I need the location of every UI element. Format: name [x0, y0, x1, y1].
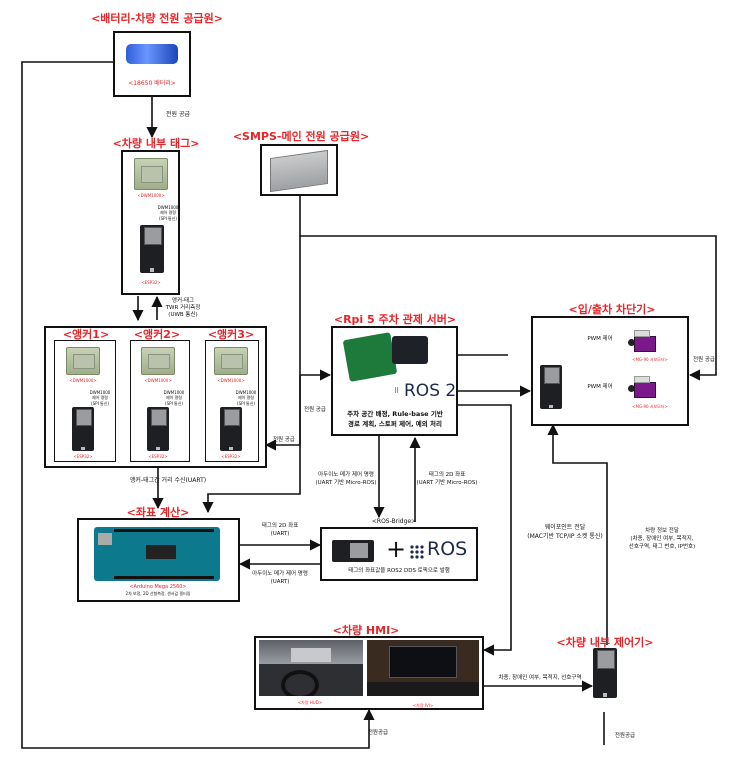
servo-motor-1	[628, 326, 656, 354]
servo2-caption: <MG-90 서보모터>	[632, 404, 668, 409]
wire-smps-coord	[202, 375, 301, 514]
anchor1-spi-label: DWM1000 제어 명령 (SPI 통신)	[89, 390, 111, 406]
tag-dwm-caption: <DWM1000>	[137, 193, 165, 198]
plus-icon: +	[386, 535, 407, 563]
arduino-cmd-label-2: (UART 기반 Micro-ROS)	[315, 480, 377, 486]
anchor2-spi-label: DWM1000 제어 명령 (SPI 통신)	[163, 390, 185, 406]
battery-caption: <18650 배터리>	[128, 80, 176, 87]
ranging-label-2: TWR 거리측정	[165, 305, 201, 311]
anchor3-dwm-caption: <DWM1000>	[217, 378, 245, 383]
anchor1-dwm1000	[66, 347, 100, 375]
hmi-power-label: 전원공급	[367, 730, 389, 736]
hmi-title: <차량 HMI>	[332, 624, 400, 637]
rpi5-board	[342, 332, 398, 382]
arduino-subcaption: 2차 보정, 2D 선형측정, 센서값 필터링	[125, 591, 191, 596]
arduino-cmd-label-1: 아두이노 메가 제어 명령	[318, 472, 374, 478]
servo-motor-2	[628, 372, 656, 400]
ros2-logo: ROS 2	[404, 381, 457, 401]
ranging-label-3: (UWB 통신)	[168, 312, 198, 318]
vehicle-info-label-1: 차량 정보 전달	[645, 528, 679, 534]
ranging-label-1: 앵커-태그	[171, 298, 195, 304]
bridge-coord-label-1: 아두이노 메가 제어 명령	[252, 571, 308, 577]
anchor3-title: <앵커3>	[207, 328, 255, 341]
tag-coord-label-2: (UART 기반 Micro-ROS)	[416, 480, 478, 486]
pwm-label-2: PWM 제어	[587, 384, 613, 390]
ros-bridge-desc: 태그의 좌표값을 ROS2 DDS 토픽으로 발행	[348, 568, 450, 574]
servo1-caption: <MG-90 서보모터>	[632, 357, 668, 362]
rpi5-ports	[392, 336, 428, 364]
anchor1-title: <앵커1>	[62, 328, 110, 341]
ivi-caption: <차량 IVI>	[412, 703, 434, 708]
wire-smps-main	[299, 196, 717, 381]
anchor2-dwm1000	[141, 347, 175, 375]
controller-esp32	[593, 648, 617, 698]
vehicle-info-label-3: 선호구역, 태그 번호, IP번호)	[628, 544, 696, 550]
ivi-image	[367, 640, 479, 696]
anchor3-spi-label: DWM1000 제어 명령 (SPI 통신)	[235, 390, 257, 406]
hmi-ctrl-label: 차종, 장애인 여부, 목적지, 선호구역	[498, 675, 582, 681]
rpi-title: <Rpi 5 주차 관제 서버>	[333, 313, 457, 326]
wire-vehicle-info	[547, 423, 608, 645]
tag-spi-label: DWM1000 제어 명령 (SPI 통신)	[157, 205, 179, 221]
ros2-dots-icon: ⠿	[394, 387, 401, 395]
tag-esp32	[140, 225, 164, 273]
battery-box	[113, 31, 191, 97]
battery-power-label: 전원 공급	[166, 111, 190, 118]
ctrl-power-label: 전원공급	[614, 733, 636, 739]
arduino-mega-board	[94, 527, 220, 581]
ros-logo: ROS	[427, 538, 468, 560]
anchor2-title: <앵커2>	[133, 328, 181, 341]
gate-title: <입/출차 차단기>	[568, 303, 656, 316]
wire-smps-anchors	[264, 375, 301, 451]
smps-gate-power-label: 전원 공급	[693, 357, 715, 363]
vehicle-info-label-2: (차종, 장애인 여부, 목적지,	[630, 536, 694, 542]
smps-title: <SMPS-메인 전원 공급원>	[232, 130, 370, 143]
anchor3-dwm1000	[214, 347, 248, 375]
anchor1-esp-caption: <ESP32>	[73, 454, 93, 459]
anchor2-esp-caption: <ESP32>	[148, 454, 168, 459]
pwm-label-1: PWM 제어	[587, 336, 613, 342]
anchor1-dwm-caption: <DWM1000>	[69, 378, 97, 383]
wire-waypoint	[458, 404, 512, 656]
coord-bridge-label-1: 태그의 2D 좌표	[261, 523, 299, 529]
tag-esp-caption: <ESP32>	[141, 280, 161, 285]
hud-image	[259, 640, 363, 696]
tag-title: <차량 내부 태그>	[112, 137, 200, 150]
battery-title: <배터리-차량 전원 공급원>	[91, 12, 223, 25]
anchor1-esp32	[72, 407, 94, 451]
bridge-coord-label-2: (UART)	[270, 579, 290, 585]
arduino-caption: <Arduino Mega 2560>	[129, 584, 187, 590]
smps-rpi-power-label: 전원 공급	[304, 407, 326, 413]
ros-dots-icon	[410, 544, 424, 559]
ros-bridge-title: <ROS-Bridge>	[371, 518, 417, 525]
coord-bridge-label-2: (UART)	[270, 531, 290, 537]
waypoint-label-1: 웨이포인트 전달	[544, 524, 586, 531]
tag-coord-label-1: 태그의 2D 좌표	[428, 472, 466, 478]
rpi-desc-1: 주차 공간 배정, Rule-base 기반	[347, 410, 443, 418]
anchor3-esp32	[220, 407, 242, 451]
controller-title: <차량 내부 제어기>	[556, 636, 654, 649]
hud-caption: <차량 HUD>	[297, 700, 323, 705]
rpi-desc-2: 경로 계획, 스토퍼 제어, 예외 처리	[348, 420, 442, 428]
anchor2-dwm-caption: <DWM1000>	[144, 378, 172, 383]
coord-title: <좌표 계산>	[126, 506, 190, 519]
smps-anchor-power-label: 전원 공급	[273, 437, 295, 443]
anchor2-esp32	[147, 407, 169, 451]
wire-smps-rpi	[299, 236, 332, 381]
anchor-distance-label: 앵커-태그간 거리 수신(UART)	[129, 477, 207, 484]
tag-dwm1000	[134, 158, 168, 190]
gate-esp32	[540, 365, 562, 409]
waypoint-label-2: (MAC기반 TCP/IP 소켓 통신)	[527, 533, 603, 540]
ros-bridge-esp32	[332, 540, 374, 562]
anchor3-esp-caption: <ESP32>	[221, 454, 241, 459]
battery-icon	[126, 44, 178, 64]
wire-battery-power-loop	[21, 61, 375, 749]
